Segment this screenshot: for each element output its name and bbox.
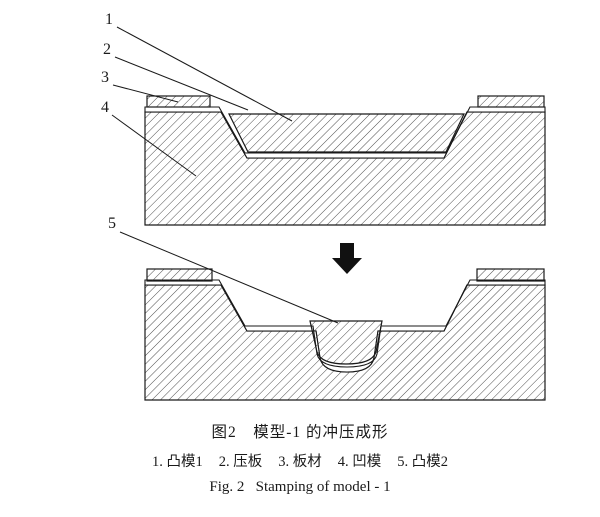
press-plate-upper-right xyxy=(477,95,545,108)
leader-line-4 xyxy=(111,114,197,177)
punch2 xyxy=(309,320,383,365)
part-label-2: 2 xyxy=(103,41,111,58)
leader-line-1 xyxy=(116,26,293,122)
down-arrow-icon xyxy=(332,243,362,274)
part-callouts: 1 2 3 4 5 xyxy=(101,11,339,324)
legend-row: 1. 凸模1 2. 压板 3. 板材 4. 凹模 5. 凸模2 xyxy=(0,450,600,471)
punch1 xyxy=(228,113,465,153)
caption-english: Fig. 2 Stamping of model - 1 xyxy=(209,479,391,495)
legend-item-5: 5. 凸模2 xyxy=(397,454,448,470)
legend-item-2: 2. 压板 xyxy=(218,454,263,470)
part-label-1: 1 xyxy=(105,11,113,28)
caption-chinese: 图2 模型-1 的冲压成形 xyxy=(211,424,389,441)
leader-line-3 xyxy=(112,84,179,103)
legend-item-3: 3. 板材 xyxy=(278,454,322,470)
part-label-3: 3 xyxy=(101,69,109,86)
lower-view xyxy=(144,268,546,401)
press-plate-upper-left xyxy=(146,95,211,108)
legend-item-4: 4. 凹模 xyxy=(337,454,382,470)
sheet-band-upper xyxy=(144,106,546,159)
legend-item-1: 1. 凸模1 xyxy=(152,454,203,470)
sheet-band-lower xyxy=(144,279,546,373)
leader-line-5 xyxy=(119,231,339,324)
figure-captions: 图2 模型-1 的冲压成形 1. 凸模1 2. 压板 3. 板材 4. 凹模 5… xyxy=(0,420,600,496)
part-label-5: 5 xyxy=(108,215,116,232)
upper-view xyxy=(144,95,546,226)
press-plate-lower-right xyxy=(476,268,545,282)
leader-line-2 xyxy=(114,56,249,111)
part-label-4: 4 xyxy=(101,99,109,116)
press-plate-lower-left xyxy=(146,268,213,282)
